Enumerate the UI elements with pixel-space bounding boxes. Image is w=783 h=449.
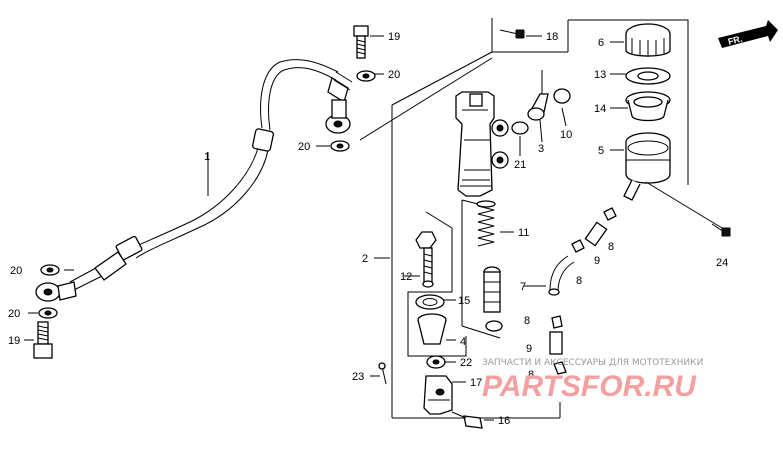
o-ring — [511, 121, 529, 135]
callout-4: 4 — [460, 336, 466, 348]
callout-16: 16 — [498, 415, 510, 427]
callout-15: 15 — [458, 295, 470, 307]
nut-22 — [426, 355, 446, 369]
callout-2: 2 — [362, 253, 368, 265]
watermark: ЗАПЧАСТИ И АКСЕССУАРЫ ДЛЯ МОТОТЕХНИКИ PA… — [482, 358, 703, 403]
callout-24: 24 — [716, 257, 728, 269]
callout-8d: 8 — [528, 369, 534, 381]
callout-8c: 8 — [524, 315, 530, 327]
callout-10: 10 — [560, 129, 572, 141]
dust-boot — [417, 313, 447, 345]
cotter-pin — [378, 362, 387, 385]
callout-9a: 9 — [594, 255, 600, 267]
callout-13: 13 — [594, 69, 606, 81]
bolt-18 — [499, 29, 525, 39]
callout-3: 3 — [538, 143, 544, 155]
callout-14: 14 — [594, 103, 606, 115]
watermark-caption: ЗАПЧАСТИ И АКСЕССУАРЫ ДЛЯ МОТОТЕХНИКИ — [482, 358, 703, 368]
banjo-bolt-upper — [353, 25, 369, 59]
callout-22: 22 — [460, 357, 472, 369]
reservoir-cap — [625, 23, 671, 57]
banjo-bolt-lower — [33, 321, 53, 359]
brake-hose — [69, 59, 353, 291]
lower-banjo-fitting — [35, 281, 77, 302]
upper-banjo-fitting — [325, 99, 351, 134]
reservoir-hose-joint — [527, 70, 549, 121]
callout-20a: 20 — [388, 69, 400, 81]
front-direction-badge: FR. — [718, 20, 778, 48]
callout-20b: 20 — [298, 141, 310, 153]
callout-17: 17 — [470, 377, 482, 389]
assembly-boundary — [359, 18, 689, 419]
front-direction-label: FR. — [727, 34, 743, 47]
boot-bracket — [407, 211, 467, 357]
callout-19a: 19 — [388, 31, 400, 43]
callout-7: 7 — [520, 281, 526, 293]
callout-5: 5 — [598, 145, 604, 157]
callout-11: 11 — [518, 227, 529, 239]
callout-18: 18 — [546, 31, 558, 43]
leader-lines — [24, 35, 628, 421]
callout-20c: 20 — [10, 265, 22, 277]
piston-assembly — [461, 199, 503, 339]
callout-19b: 19 — [8, 335, 20, 347]
hose-clip-10 — [553, 88, 571, 104]
callout-labels: 1 2 3 4 5 6 7 8 8 8 8 9 9 10 11 12 13 14… — [8, 31, 728, 427]
callout-6: 6 — [598, 37, 604, 49]
callout-9b: 9 — [526, 343, 532, 355]
callout-12: 12 — [400, 271, 412, 283]
watermark-brand: PARTSFOR.RU — [482, 370, 697, 403]
reservoir-hose — [548, 255, 575, 296]
reservoir — [623, 132, 723, 229]
diaphragm-plate — [625, 67, 671, 85]
hose-clips — [549, 207, 617, 375]
joint-pin — [451, 411, 483, 429]
sealing-washers — [38, 70, 376, 319]
return-spring — [476, 200, 496, 247]
screw-24 — [711, 223, 731, 237]
callout-8a: 8 — [608, 241, 614, 253]
callout-20d: 20 — [8, 308, 20, 320]
callout-21: 21 — [514, 159, 526, 171]
push-rod — [415, 231, 437, 288]
lock-nut-15 — [415, 294, 445, 310]
rod-joint — [423, 375, 453, 415]
callout-8b: 8 — [576, 275, 582, 287]
callout-23: 23 — [352, 371, 364, 383]
diaphragm — [625, 91, 671, 122]
callout-1: 1 — [204, 151, 210, 163]
master-cylinder-body — [455, 91, 509, 197]
